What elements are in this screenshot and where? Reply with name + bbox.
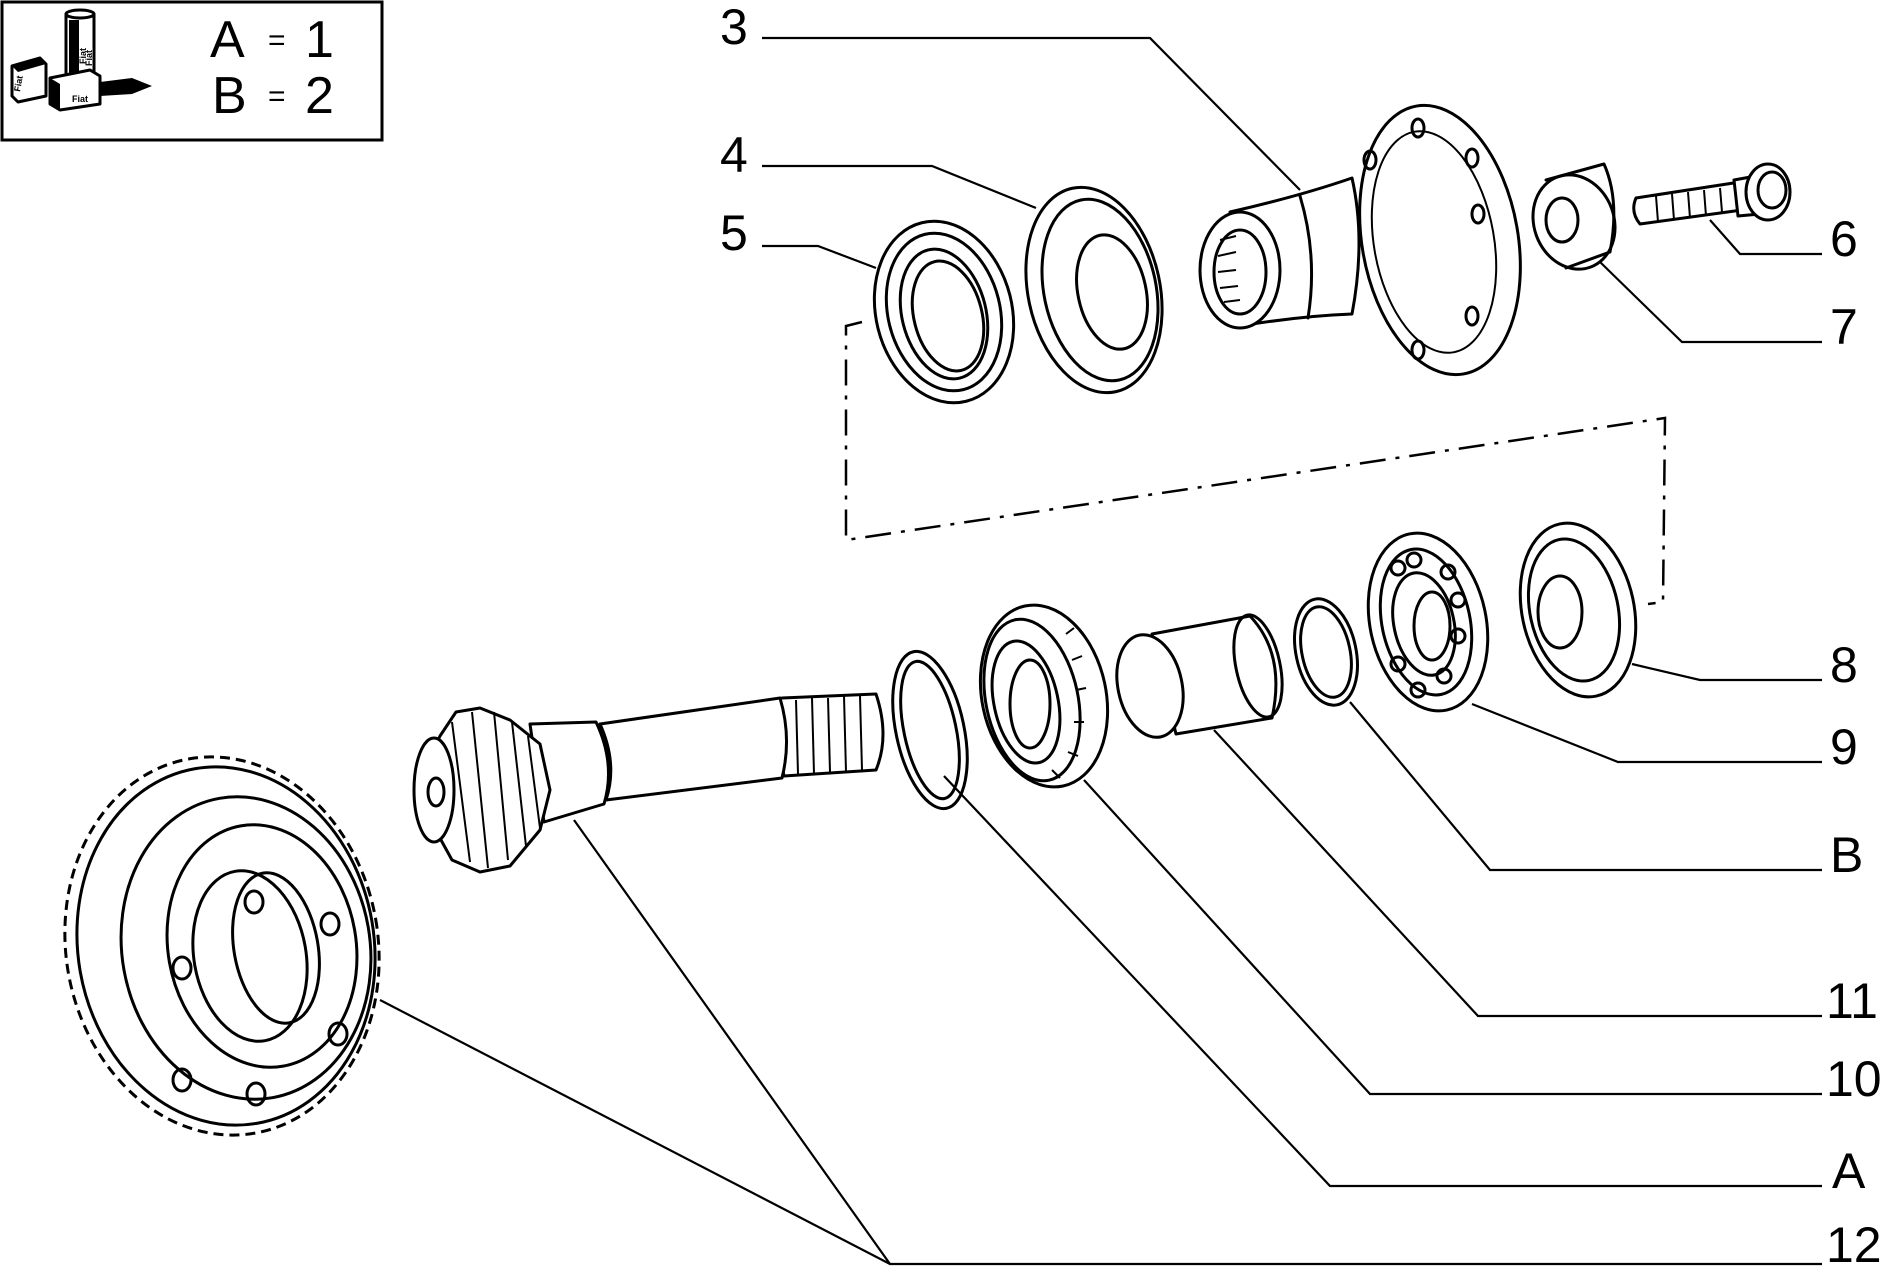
part-11-spacer-sleeve: [1115, 613, 1284, 739]
leader-5: [762, 244, 877, 270]
part-8-seal-ring: [1518, 521, 1638, 699]
leader-12-gear: [379, 999, 891, 1265]
callout-6: 6: [1830, 211, 1858, 267]
callout-11: 11: [1826, 973, 1878, 1029]
callout-10: 10: [1826, 1051, 1882, 1107]
part-b-shim-ring: [1293, 597, 1359, 707]
callout-5: 5: [720, 205, 748, 261]
part-9-ball-bearing: [1366, 531, 1490, 713]
callout-12: 12: [1826, 1217, 1882, 1268]
part-3-output-flange: [1198, 103, 1522, 377]
part-5-oil-seal: [872, 219, 1016, 405]
logo-mark-1: Fiat: [12, 75, 25, 93]
leader-8: [1631, 662, 1822, 682]
callout-7: 7: [1830, 299, 1858, 355]
callout-9: 9: [1830, 719, 1858, 775]
part-12-crown-gear: [63, 755, 381, 1137]
legend-letter-a: A: [210, 11, 245, 69]
legend-letter-b: B: [212, 67, 247, 125]
legend-qty-b: 2: [305, 67, 334, 125]
callout-labels: 3 4 5 6 7 8 9 B 11 10 A 12: [720, 0, 1882, 1268]
leader-4: [762, 164, 1037, 210]
callout-3: 3: [720, 0, 748, 55]
part-12-pinion-shaft: [412, 692, 885, 874]
quantity-legend: Fiat Fiat Fiat Fiat A = 1 B = 2: [0, 0, 384, 142]
legend-eq-b: =: [268, 80, 286, 113]
logo-mark-4: Fiat: [72, 94, 88, 104]
leader-7: [1599, 261, 1822, 344]
legend-qty-a: 1: [305, 11, 334, 69]
part-6-bolt: [1632, 162, 1792, 226]
logo-mark-2: Fiat: [78, 48, 88, 64]
callout-4: 4: [720, 127, 748, 183]
callout-b: B: [1830, 827, 1863, 883]
fiat-parts-boxes-icon: Fiat Fiat Fiat Fiat: [10, 8, 152, 112]
leader-a: [943, 775, 1822, 1188]
logo-mark-3: Fiat: [84, 50, 94, 66]
callout-a: A: [1832, 1143, 1866, 1199]
part-a-shim-ring: [891, 649, 969, 811]
leader-9: [1471, 702, 1822, 764]
leader-b: [1349, 701, 1822, 872]
part-7-washer: [1531, 162, 1617, 271]
leader-10: [1083, 779, 1822, 1096]
leader-lines: [379, 36, 1822, 1266]
legend-eq-a: =: [268, 24, 286, 57]
part-4-cover-ring: [1024, 185, 1164, 395]
leader-3: [762, 36, 1301, 191]
leader-6: [1709, 219, 1822, 256]
leader-11: [1213, 729, 1822, 1018]
part-10-roller-bearing: [978, 603, 1110, 789]
assembly-bracket-line: [844, 320, 1667, 606]
callout-8: 8: [1830, 637, 1858, 693]
